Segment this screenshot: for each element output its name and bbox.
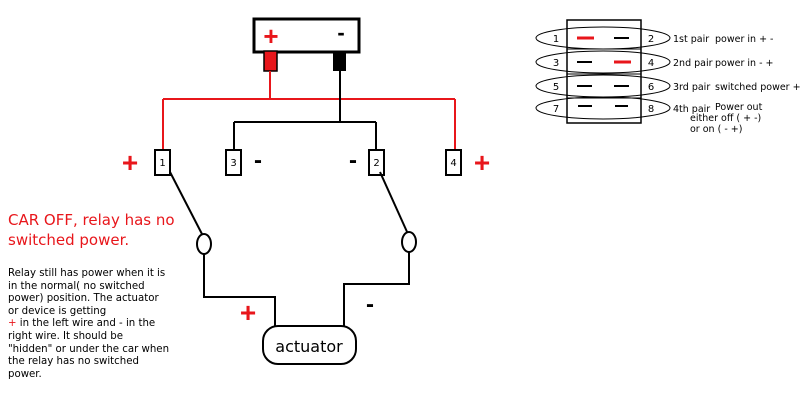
battery-plus-sign: + xyxy=(263,21,278,51)
terminal-1-sign: + xyxy=(122,147,138,178)
battery-negative-terminal xyxy=(333,51,346,71)
car-off-heading: CAR OFF, relay has no switched power. xyxy=(8,211,175,249)
pin-3-label: 3 xyxy=(553,58,559,69)
battery-positive-terminal xyxy=(263,50,278,72)
pin-2-label: 2 xyxy=(648,34,654,45)
relay-pin-block xyxy=(566,19,642,124)
pin-7-label: 7 xyxy=(553,104,559,115)
negative-wiring xyxy=(233,71,377,150)
pin-4-label: 4 xyxy=(648,58,654,69)
relay-terminal-4-label: 4 xyxy=(450,158,456,169)
pin-6-label: 6 xyxy=(648,82,654,93)
terminal-3-sign: - xyxy=(254,147,262,174)
actuator-label: actuator xyxy=(275,337,343,356)
note-plus-sign: + xyxy=(8,318,17,330)
explanation-note: Relay still has power when it is in the … xyxy=(8,268,170,381)
terminal-4-sign: + xyxy=(474,147,490,178)
pair-2-outline xyxy=(535,50,671,74)
pair-4-outline xyxy=(535,96,671,120)
note-part-1: Relay still has power when it is in the … xyxy=(8,268,166,317)
right-switch-arm xyxy=(379,171,409,235)
pair-1-outline xyxy=(535,26,671,50)
left-actuator-wire xyxy=(203,254,276,327)
relay-terminal-3-label: 3 xyxy=(230,158,236,169)
right-actuator-wire xyxy=(343,252,410,327)
relay-terminal-4 xyxy=(445,149,462,176)
pair-3-desc: switched power + - xyxy=(715,82,800,93)
right-switch-pivot xyxy=(401,231,417,253)
pair-4-desc-line2: either off ( + -) xyxy=(690,113,761,124)
actuator-right-sign: - xyxy=(366,291,374,318)
pair-1-name: 1st pair xyxy=(673,34,709,45)
left-switch-arm xyxy=(169,171,204,237)
pin-5-label: 5 xyxy=(553,82,559,93)
pair-4-desc: Power out xyxy=(715,102,763,113)
battery-minus-sign: - xyxy=(337,20,344,45)
positive-wiring xyxy=(162,71,456,150)
terminal-2-sign: - xyxy=(349,147,357,174)
relay-terminal-1-label: 1 xyxy=(159,158,165,169)
note-part-2: in the left wire and - in the right wire… xyxy=(8,318,170,380)
pair-2-name: 2nd pair xyxy=(673,58,713,69)
relay-terminal-3 xyxy=(225,149,242,176)
pin-1-label: 1 xyxy=(553,34,559,45)
pair-1-desc: power in + - xyxy=(715,34,773,45)
actuator-box xyxy=(262,325,357,365)
pin-legend: 1 2 3 4 5 6 7 8 1st pair 2nd pair 3rd pa… xyxy=(535,19,800,135)
pair-3-name: 3rd pair xyxy=(673,82,710,93)
relay-terminal-2 xyxy=(368,149,385,176)
left-switch-pivot xyxy=(196,233,212,255)
pair-4-name: 4th pair xyxy=(673,104,710,115)
pin-8-label: 8 xyxy=(648,104,654,115)
actuator-left-sign: + xyxy=(240,297,256,328)
relay-terminal-2-label: 2 xyxy=(373,158,379,169)
pair-4-desc-line3: or on ( - +) xyxy=(690,124,742,135)
relay-terminal-1 xyxy=(154,149,171,176)
battery-box xyxy=(252,17,361,54)
pair-2-desc: power in - + xyxy=(715,58,773,69)
